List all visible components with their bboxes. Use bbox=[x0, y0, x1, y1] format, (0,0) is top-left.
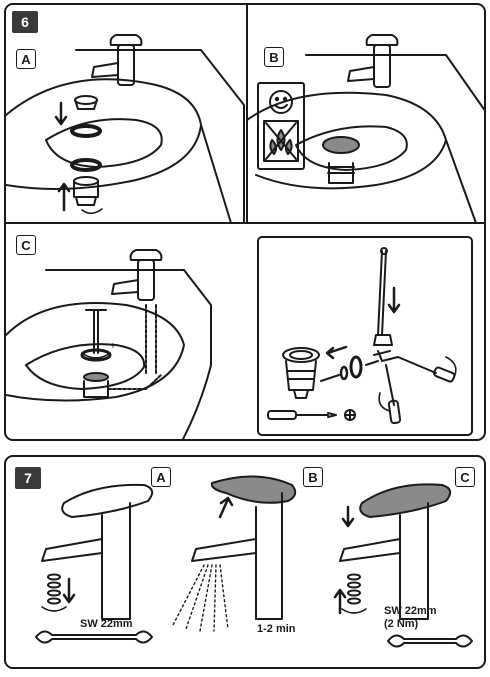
step-6-sub-a: A bbox=[16, 49, 36, 69]
step-7-illustration bbox=[35, 475, 473, 648]
rotation-arrow-icon bbox=[81, 352, 111, 359]
step-7a-torque-text: SW 22mm bbox=[80, 618, 133, 630]
wrench-icon bbox=[35, 630, 153, 644]
bidet-6a bbox=[6, 34, 245, 224]
up-arrow-icon bbox=[333, 588, 347, 615]
step-6-panel: 6 bbox=[4, 3, 486, 441]
rotation-arrow-icon bbox=[81, 208, 103, 215]
exploded-drain-detail bbox=[267, 247, 457, 425]
screwdriver-icon bbox=[267, 410, 337, 420]
step-6-sub-b: B bbox=[264, 47, 284, 67]
no-plants-icon bbox=[263, 120, 299, 162]
rotation-arrow-icon bbox=[445, 356, 457, 382]
faucet-7c bbox=[333, 483, 473, 648]
bidet-6b bbox=[246, 34, 484, 224]
down-arrow-icon bbox=[54, 101, 68, 126]
up-arrow-icon bbox=[218, 496, 234, 519]
down-arrow-icon bbox=[341, 505, 355, 528]
step-7-sub-a: A bbox=[151, 467, 171, 487]
water-spray bbox=[171, 564, 229, 632]
down-arrow-icon bbox=[62, 577, 76, 604]
wrench-icon bbox=[387, 634, 473, 648]
svg-text:−: − bbox=[78, 341, 84, 352]
down-arrow-icon bbox=[387, 286, 401, 314]
left-arrow-icon bbox=[325, 345, 348, 360]
up-arrow-icon bbox=[57, 182, 71, 212]
step-6-number: 6 bbox=[12, 11, 38, 33]
step-7-sub-c: C bbox=[455, 467, 475, 487]
left-arrow-icon bbox=[373, 350, 391, 356]
step-7c-torque-value: (2 Nm) bbox=[384, 618, 419, 630]
rotation-arrow-icon bbox=[41, 606, 67, 612]
phillips-tip-icon bbox=[344, 409, 356, 421]
step-6-illustration: − + bbox=[6, 5, 484, 439]
step-7b-duration-text: 1-2 min bbox=[257, 623, 296, 635]
care-icon-box bbox=[257, 82, 305, 170]
rotation-arrow-icon bbox=[341, 608, 367, 614]
step-6-sub-c: C bbox=[16, 235, 36, 255]
rotation-arrow-icon bbox=[378, 392, 391, 412]
bidet-6c: − + bbox=[6, 249, 212, 439]
step-7-sub-b: B bbox=[303, 467, 323, 487]
svg-text:+: + bbox=[110, 341, 116, 352]
step-7-number: 7 bbox=[15, 467, 41, 489]
detail-box bbox=[257, 236, 473, 436]
faucet-7b bbox=[171, 475, 297, 632]
faucet-7a bbox=[35, 483, 154, 644]
step-7-panel: 7 bbox=[4, 455, 486, 669]
step-7c-torque-text: SW 22mm bbox=[384, 605, 437, 617]
smiley-icon bbox=[269, 90, 293, 114]
